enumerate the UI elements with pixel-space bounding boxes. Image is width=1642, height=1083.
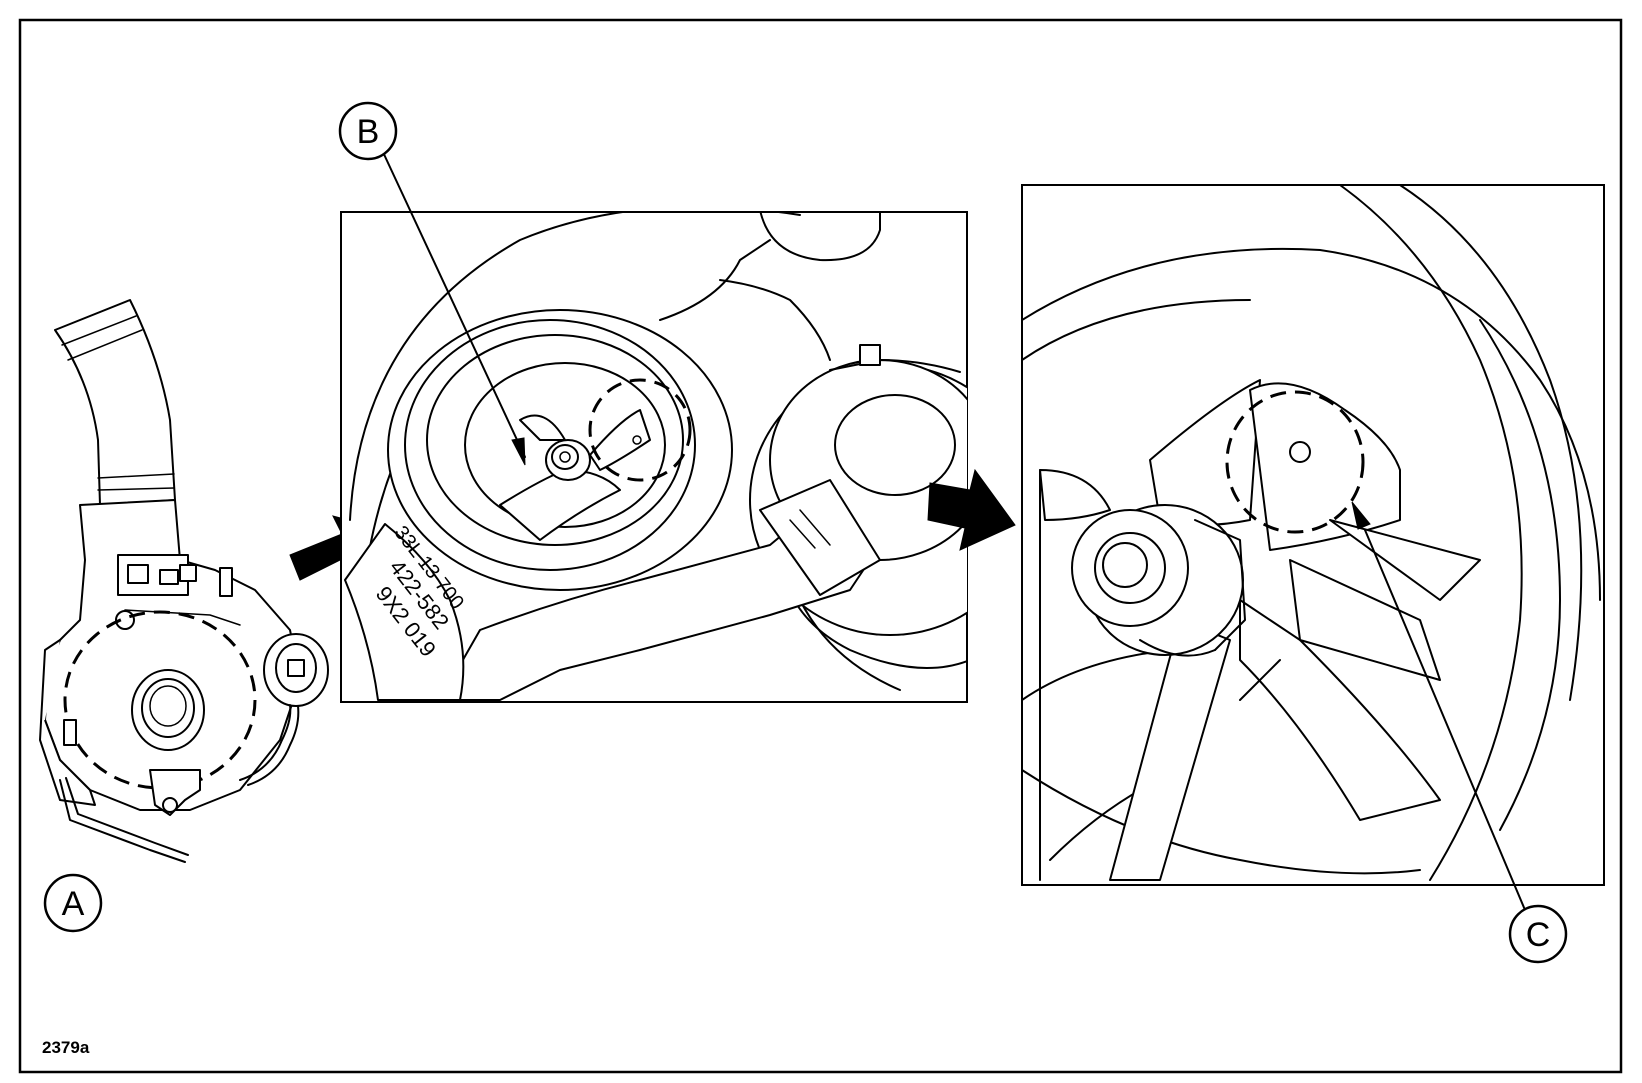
callout-b: B <box>338 101 398 161</box>
callout-b-label: B <box>357 113 380 151</box>
callout-a-label: A <box>62 885 85 923</box>
turbocharger-overview <box>39 299 329 863</box>
callout-a: A <box>43 873 103 933</box>
callout-c-label: C <box>1526 916 1551 954</box>
callout-c: C <box>1508 904 1568 964</box>
callout-leaders <box>381 149 1526 911</box>
detail-panel-inlet: 33L 13 700 422-582 9X2 019 <box>340 211 968 703</box>
detail-panel-wheel <box>1021 184 1605 886</box>
figure-reference-number: 2379a <box>42 1038 90 1057</box>
arrow-to-detail-2 <box>927 468 1016 551</box>
